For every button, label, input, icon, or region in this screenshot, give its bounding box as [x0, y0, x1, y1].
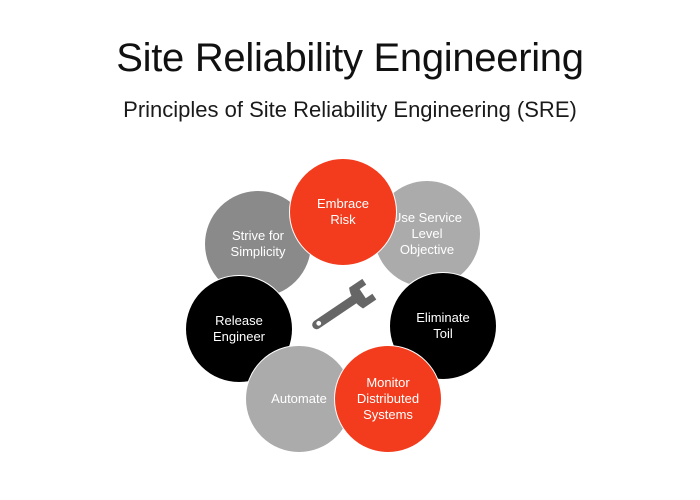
principle-embrace-risk: Embrace Risk	[289, 158, 397, 266]
wrench-icon	[312, 278, 377, 330]
principle-label: Strive for Simplicity	[230, 228, 286, 259]
principle-label: Monitor Distributed Systems	[356, 375, 420, 422]
page-title: Site Reliability Engineering	[116, 36, 584, 80]
principle-label: Automate	[271, 391, 327, 406]
principle-label: Embrace Risk	[316, 196, 370, 227]
principle-label: Use Service Level Objective	[391, 210, 463, 257]
page-subtitle: Principles of Site Reliability Engineeri…	[123, 97, 577, 122]
principle-label: Eliminate Toil	[416, 310, 470, 341]
principle-monitor-distributed-systems: Monitor Distributed Systems	[334, 345, 442, 453]
principle-label: Release Engineer	[212, 313, 266, 344]
